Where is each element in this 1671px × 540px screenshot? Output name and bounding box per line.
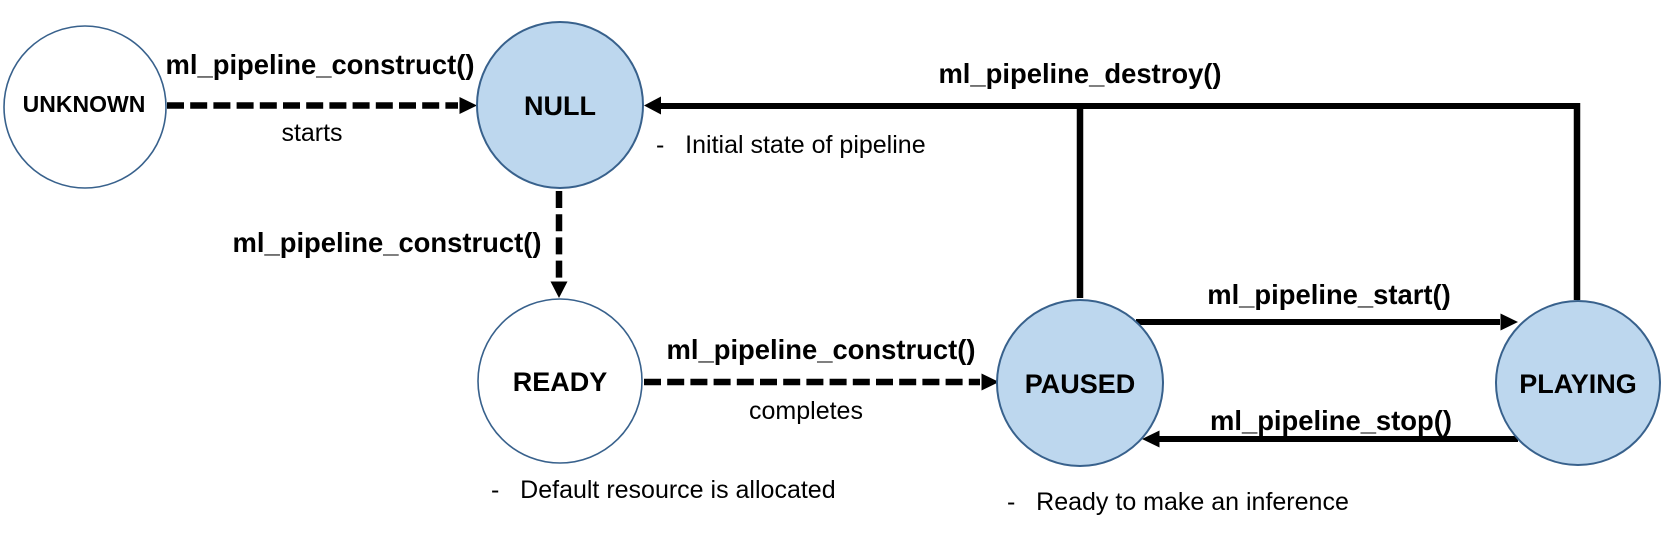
svg-text:ml_pipeline_destroy(): ml_pipeline_destroy() (938, 58, 1221, 89)
svg-text:- Initial state of pipeline: - Initial state of pipeline (656, 131, 926, 159)
svg-text:completes: completes (749, 397, 863, 425)
svg-text:ml_pipeline_construct(): ml_pipeline_construct() (166, 49, 475, 80)
svg-text:ml_pipeline_start(): ml_pipeline_start() (1207, 279, 1451, 310)
svg-text:starts: starts (281, 119, 342, 147)
svg-text:PLAYING: PLAYING (1519, 369, 1637, 399)
svg-text:- Ready to make an inference: - Ready to make an inference (1007, 488, 1349, 516)
svg-text:PAUSED: PAUSED (1025, 369, 1136, 399)
svg-text:ml_pipeline_construct(): ml_pipeline_construct() (233, 227, 542, 258)
svg-text:READY: READY (513, 367, 608, 397)
svg-text:NULL: NULL (524, 91, 596, 121)
svg-text:UNKNOWN: UNKNOWN (23, 91, 146, 117)
svg-text:- Default resource is alloca: - Default resource is allocated (491, 476, 836, 504)
svg-text:ml_pipeline_stop(): ml_pipeline_stop() (1210, 405, 1452, 436)
svg-text:ml_pipeline_construct(): ml_pipeline_construct() (667, 334, 976, 365)
